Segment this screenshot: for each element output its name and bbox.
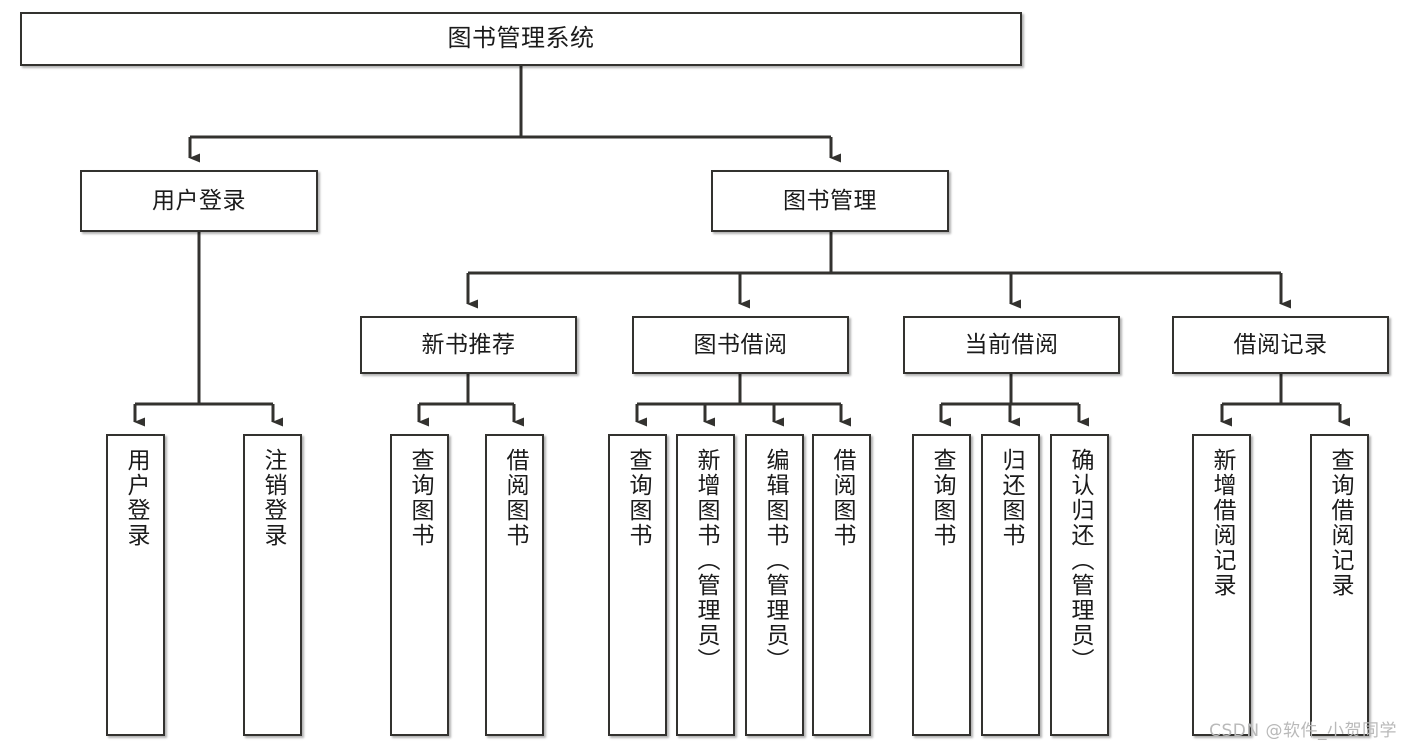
leaf-bb-borrow-book[interactable]: 借阅图书 [812, 434, 871, 736]
node-label: 用户登录 [123, 448, 149, 548]
node-label: 查询借阅记录 [1327, 448, 1353, 598]
node-label: 确认归还（管理员） [1067, 448, 1093, 673]
node-label: 图书管理 [783, 187, 877, 214]
leaf-cb-return-book[interactable]: 归还图书 [981, 434, 1040, 736]
node-label: 查询图书 [407, 448, 433, 548]
leaf-bb-edit-book-admin[interactable]: 编辑图书（管理员） [745, 434, 804, 736]
leaf-logout[interactable]: 注销登录 [243, 434, 302, 736]
node-user-login[interactable]: 用户登录 [80, 170, 318, 232]
node-book-management[interactable]: 图书管理 [711, 170, 949, 232]
node-label: 查询图书 [929, 448, 955, 548]
node-label: 注销登录 [260, 448, 286, 548]
node-label: 借阅图书 [502, 448, 528, 548]
node-label: 新书推荐 [421, 331, 516, 358]
leaf-cb-confirm-return-admin[interactable]: 确认归还（管理员） [1050, 434, 1109, 736]
leaf-bb-query-book[interactable]: 查询图书 [608, 434, 667, 736]
node-book-borrowing[interactable]: 图书借阅 [632, 316, 849, 374]
node-label: 新增图书（管理员） [693, 448, 719, 673]
node-label: 新增借阅记录 [1209, 448, 1235, 598]
node-label: 图书管理系统 [447, 24, 595, 53]
node-label: 用户登录 [152, 187, 246, 214]
leaf-cb-query-book[interactable]: 查询图书 [912, 434, 971, 736]
node-root-book-management-system[interactable]: 图书管理系统 [20, 12, 1022, 66]
node-label: 当前借阅 [964, 331, 1059, 358]
node-new-book-recommendation[interactable]: 新书推荐 [360, 316, 577, 374]
leaf-bb-add-book-admin[interactable]: 新增图书（管理员） [676, 434, 735, 736]
node-label: 编辑图书（管理员） [762, 448, 788, 673]
leaf-nb-query-book[interactable]: 查询图书 [390, 434, 449, 736]
node-label: 借阅记录 [1233, 331, 1328, 358]
node-label: 图书借阅 [693, 331, 788, 358]
node-label: 查询图书 [625, 448, 651, 548]
node-label: 归还图书 [998, 448, 1024, 548]
leaf-br-add-record[interactable]: 新增借阅记录 [1192, 434, 1251, 736]
leaf-user-login[interactable]: 用户登录 [106, 434, 165, 736]
node-current-borrowing[interactable]: 当前借阅 [903, 316, 1120, 374]
leaf-nb-borrow-book[interactable]: 借阅图书 [485, 434, 544, 736]
watermark: CSDN @软件_小贺同学 [1209, 721, 1397, 741]
node-label: 借阅图书 [829, 448, 855, 548]
leaf-br-query-record[interactable]: 查询借阅记录 [1310, 434, 1369, 736]
node-borrowing-records[interactable]: 借阅记录 [1172, 316, 1389, 374]
